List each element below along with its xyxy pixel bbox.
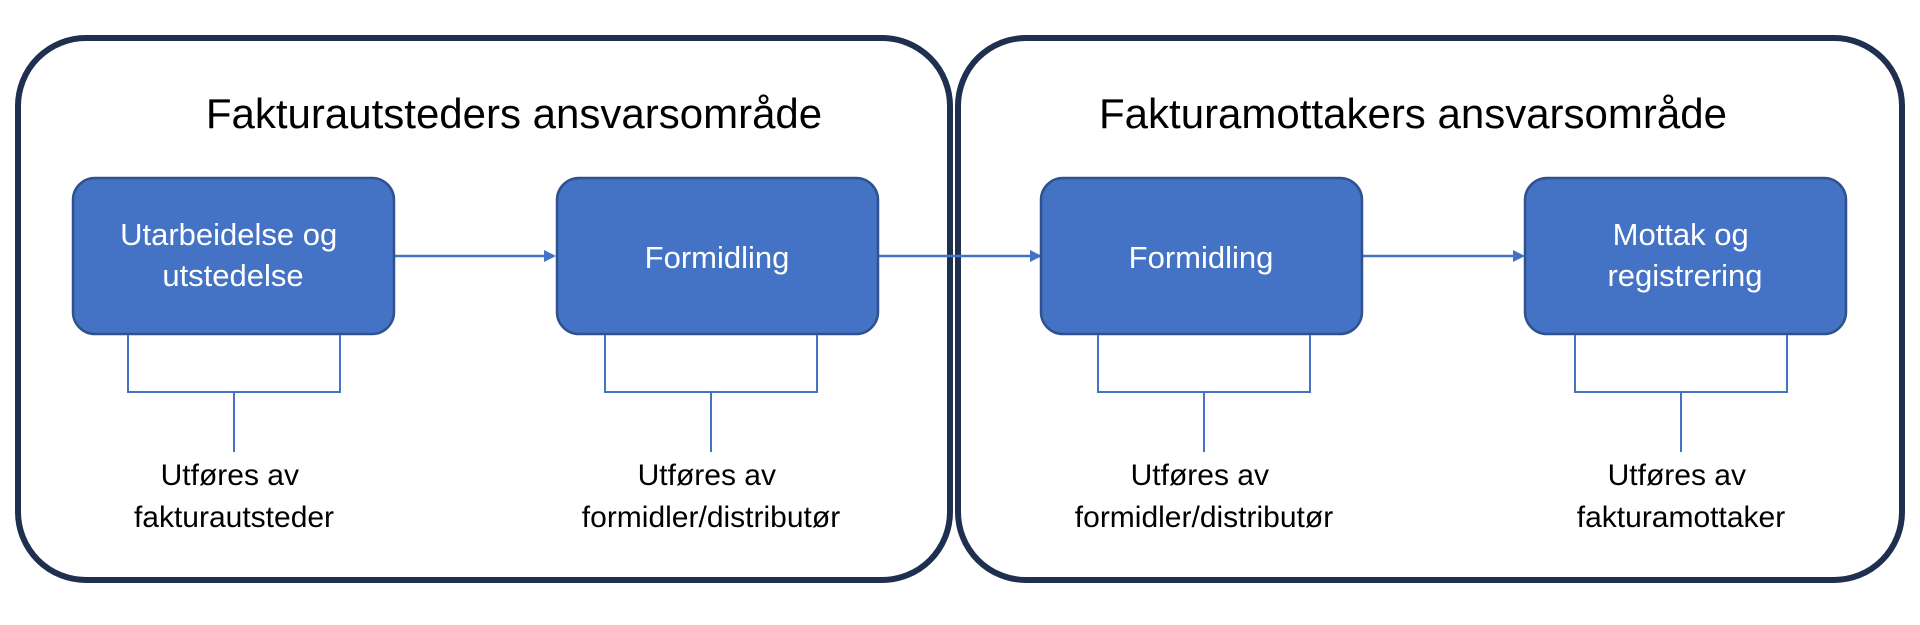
step-box-3 bbox=[1039, 176, 1364, 336]
actor-label-2-line-1: Utføres av bbox=[638, 459, 776, 492]
step-label-1-line-1: Utarbeidelse og bbox=[120, 217, 337, 252]
actor-label-1-line-1: Utføres av bbox=[161, 459, 299, 492]
step-box-2 bbox=[555, 176, 880, 336]
step-label-4: Mottak og registrering bbox=[1607, 217, 1762, 293]
actor-label-4: Utføres av fakturamottaker bbox=[1577, 459, 1785, 534]
step-label-3: Formidling bbox=[1129, 240, 1274, 275]
step-label-1-line-2: utstedelse bbox=[162, 258, 303, 293]
actor-label-2: Utføres av formidler/distributør bbox=[582, 459, 840, 534]
recipient-region bbox=[955, 35, 1905, 583]
step-box-4 bbox=[1523, 176, 1848, 336]
actor-label-3-line-1: Utføres av bbox=[1131, 459, 1269, 492]
bracket-4 bbox=[1574, 335, 1788, 452]
actor-label-2-line-2: formidler/distributør bbox=[582, 501, 840, 534]
recipient-region-title: Fakturamottakers ansvarsområde bbox=[1099, 90, 1727, 137]
actor-label-1: Utføres av fakturautsteder bbox=[134, 459, 334, 534]
step-label-2: Formidling bbox=[645, 240, 790, 275]
issuer-region bbox=[15, 35, 953, 583]
actor-label-1-line-2: fakturautsteder bbox=[134, 501, 334, 534]
actor-label-4-line-2: fakturamottaker bbox=[1577, 501, 1785, 534]
bracket-3 bbox=[1097, 335, 1311, 452]
step-label-4-line-1: Mottak og bbox=[1613, 217, 1749, 252]
issuer-region-title: Fakturautsteders ansvarsområde bbox=[206, 90, 822, 137]
step-box-1 bbox=[71, 176, 396, 336]
bracket-1 bbox=[127, 335, 341, 452]
actor-label-3-line-2: formidler/distributør bbox=[1075, 501, 1333, 534]
step-label-2-line-1: Formidling bbox=[645, 240, 790, 275]
bracket-2 bbox=[604, 335, 818, 452]
step-label-1: Utarbeidelse og utstedelse bbox=[120, 217, 346, 293]
actor-label-4-line-1: Utføres av bbox=[1608, 459, 1746, 492]
step-label-3-line-1: Formidling bbox=[1129, 240, 1274, 275]
step-label-4-line-2: registrering bbox=[1607, 258, 1762, 293]
actor-label-3: Utføres av formidler/distributør bbox=[1075, 459, 1333, 534]
